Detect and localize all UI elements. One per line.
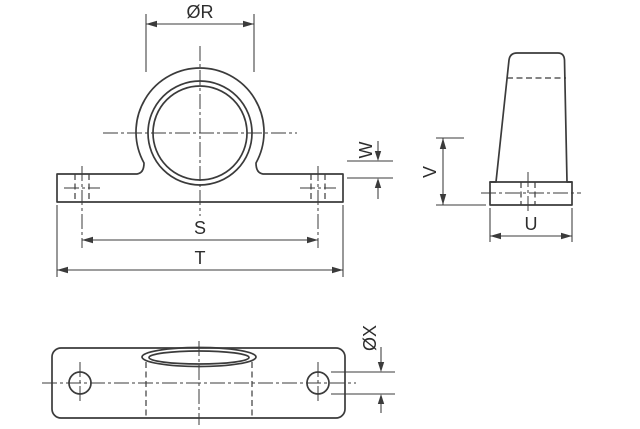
bottom-view: ØX xyxy=(42,325,395,425)
arrow-icon xyxy=(82,236,93,244)
dimension-U: U xyxy=(489,208,573,242)
arrow-icon xyxy=(243,20,254,28)
front-view: ØR W S T xyxy=(56,2,393,277)
arrow-icon xyxy=(374,151,382,161)
dimension-T: T xyxy=(56,205,344,277)
front-centerlines xyxy=(64,46,336,248)
dimension-R: ØR xyxy=(145,2,255,72)
side-view: V U xyxy=(420,52,581,242)
side-centerlines xyxy=(481,172,581,213)
dimension-V: V xyxy=(420,137,486,206)
arrow-icon xyxy=(377,362,385,372)
label-bore-diameter: ØR xyxy=(187,2,214,22)
side-outline xyxy=(489,52,573,206)
arrow-icon xyxy=(377,394,385,404)
label-total-width: T xyxy=(195,248,206,268)
front-outline xyxy=(56,67,344,203)
label-hole-diameter: ØX xyxy=(360,325,380,351)
label-step-height: W xyxy=(356,142,376,159)
arrow-icon xyxy=(57,266,68,274)
arrow-icon xyxy=(561,232,572,240)
arrow-icon xyxy=(307,236,318,244)
arrow-icon xyxy=(146,20,157,28)
arrow-icon xyxy=(439,194,447,205)
arrow-icon xyxy=(439,138,447,149)
dimension-W: W xyxy=(347,141,393,199)
dimension-X: ØX xyxy=(331,325,395,413)
arrow-icon xyxy=(332,266,343,274)
label-hole-spacing: S xyxy=(194,218,206,238)
label-height: V xyxy=(420,166,440,178)
arrow-icon xyxy=(490,232,501,240)
dimension-S: S xyxy=(82,218,318,244)
label-depth: U xyxy=(525,214,538,234)
bottom-centerlines xyxy=(42,341,356,425)
arrow-icon xyxy=(374,178,382,188)
